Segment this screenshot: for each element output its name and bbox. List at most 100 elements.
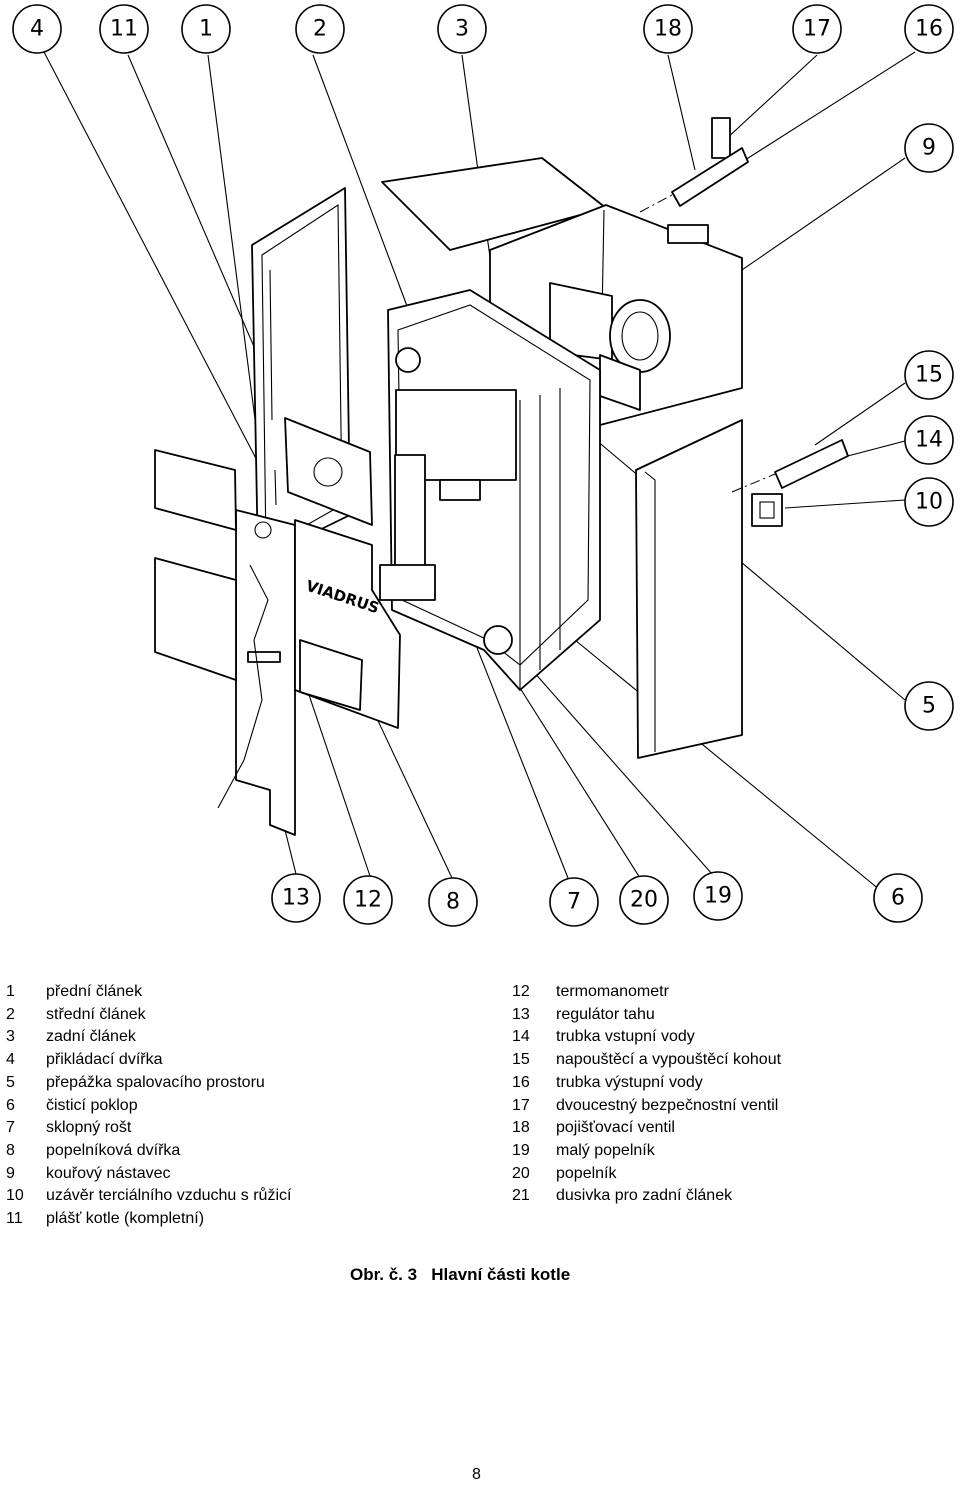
legend-number: 19 <box>512 1141 530 1159</box>
legend-number: 14 <box>512 1028 530 1046</box>
legend-number: 18 <box>512 1119 530 1137</box>
svg-text:1: 1 <box>199 17 213 42</box>
svg-text:17: 17 <box>803 17 831 42</box>
legend-row: 5 přepážka spalovacího prostoru <box>6 1072 291 1095</box>
legend-number: 15 <box>512 1051 530 1069</box>
legend-number: 21 <box>512 1187 530 1205</box>
svg-text:7: 7 <box>567 890 581 915</box>
callout-2: 2 <box>295 4 345 54</box>
legend-row: 6 čisticí poklop <box>6 1095 291 1118</box>
svg-text:19: 19 <box>704 884 732 909</box>
legend-number: 5 <box>6 1073 15 1091</box>
legend-number: 9 <box>6 1164 15 1182</box>
legend-text: trubka vstupní vody <box>556 1028 695 1046</box>
legend-text: dvoucestný bezpečnostní ventil <box>556 1096 779 1114</box>
callout-1: 1 <box>181 4 231 54</box>
callout-14: 14 <box>904 415 954 465</box>
callouts-top: 4 11 1 2 3 18 17 16 <box>12 4 954 54</box>
front-panel: VIADRUS <box>217 509 401 836</box>
legend-text: pojišťovací ventil <box>556 1119 675 1137</box>
svg-text:2: 2 <box>313 17 327 42</box>
callout-7: 7 <box>549 877 599 927</box>
legend-number: 17 <box>512 1096 530 1114</box>
page-number: 8 <box>472 1466 481 1483</box>
legend-number: 11 <box>6 1210 23 1228</box>
legend-text: dusivka pro zadní článek <box>556 1187 733 1205</box>
valve-assembly <box>639 117 749 213</box>
callout-15: 15 <box>904 350 954 400</box>
callouts-bottom: 13 12 8 7 20 19 6 <box>271 871 923 927</box>
legend-row: 8 popelníková dvířka <box>6 1140 291 1163</box>
callout-9: 9 <box>904 123 954 173</box>
legend-row: 1 přední článek <box>6 981 291 1004</box>
svg-text:15: 15 <box>915 363 943 388</box>
boiler-exploded-view: VIADRUS 4 11 1 2 3 18 17 16 9 15 14 <box>12 4 954 927</box>
legend-number: 3 <box>6 1028 15 1046</box>
inlet-pipe <box>731 439 849 527</box>
legend-text: přepážka spalovacího prostoru <box>46 1073 265 1091</box>
legend-row: 17 dvoucestný bezpečnostní ventil <box>512 1095 781 1118</box>
legend-row: 21 dusivka pro zadní článek <box>512 1185 781 1208</box>
legend-text: malý popelník <box>556 1141 655 1159</box>
svg-text:20: 20 <box>630 888 658 913</box>
legend-text: čisticí poklop <box>46 1096 138 1114</box>
legend-text: zadní článek <box>46 1028 136 1046</box>
svg-text:8: 8 <box>446 890 460 915</box>
legend-text: přikládací dvířka <box>46 1051 163 1069</box>
legend-row: 19 malý popelník <box>512 1140 781 1163</box>
callouts-right: 9 15 14 10 5 <box>904 123 954 731</box>
legend-number: 6 <box>6 1096 15 1114</box>
svg-text:9: 9 <box>922 136 936 161</box>
callout-11: 11 <box>99 4 149 54</box>
legend-number: 8 <box>6 1141 15 1159</box>
callout-18: 18 <box>643 4 693 54</box>
svg-text:11: 11 <box>110 17 138 42</box>
callout-6: 6 <box>873 873 923 923</box>
svg-text:18: 18 <box>654 17 682 42</box>
legend-row: 9 kouřový nástavec <box>6 1163 291 1186</box>
legend-number: 4 <box>6 1051 15 1069</box>
side-panel-right <box>635 419 743 759</box>
svg-text:4: 4 <box>30 17 44 42</box>
callout-12: 12 <box>343 875 393 925</box>
svg-text:14: 14 <box>915 428 943 453</box>
legend-row: 16 trubka výstupní vody <box>512 1072 781 1095</box>
svg-text:5: 5 <box>922 694 936 719</box>
callout-13: 13 <box>271 873 321 923</box>
callout-16: 16 <box>904 4 954 54</box>
legend-number: 7 <box>6 1119 15 1137</box>
legend-text: termomanometr <box>556 983 669 1000</box>
legend-text: kouřový nástavec <box>46 1164 171 1182</box>
legend-text: přední článek <box>46 983 143 1000</box>
legend-row: 14 trubka vstupní vody <box>512 1026 781 1049</box>
svg-text:12: 12 <box>354 888 382 913</box>
legend-text: střední článek <box>46 1005 146 1023</box>
legend-row: 3 zadní článek <box>6 1026 291 1049</box>
callout-17: 17 <box>792 4 842 54</box>
svg-text:16: 16 <box>915 17 943 42</box>
callout-20: 20 <box>619 875 669 925</box>
svg-text:13: 13 <box>282 886 310 911</box>
legend-text: popelník <box>556 1164 617 1182</box>
side-cover-top <box>154 449 237 531</box>
svg-text:10: 10 <box>915 490 943 515</box>
callout-19: 19 <box>693 871 743 921</box>
flue-outlet <box>549 282 671 411</box>
legend-text: plášť kotle (kompletní) <box>46 1210 205 1228</box>
legend-number: 13 <box>512 1005 530 1023</box>
legend-number: 1 <box>6 983 15 1000</box>
legend-text: uzávěr terciálního vzduchu s růžicí <box>46 1187 292 1205</box>
callout-4: 4 <box>12 4 62 54</box>
legend-text: regulátor tahu <box>556 1005 655 1023</box>
legend-text: trubka výstupní vody <box>556 1073 703 1091</box>
svg-text:6: 6 <box>891 886 905 911</box>
legend-row: 7 sklopný rošt <box>6 1117 291 1140</box>
legend-text: popelníková dvířka <box>46 1141 181 1159</box>
legend-text: sklopný rošt <box>46 1119 132 1137</box>
legend-number: 16 <box>512 1073 530 1091</box>
